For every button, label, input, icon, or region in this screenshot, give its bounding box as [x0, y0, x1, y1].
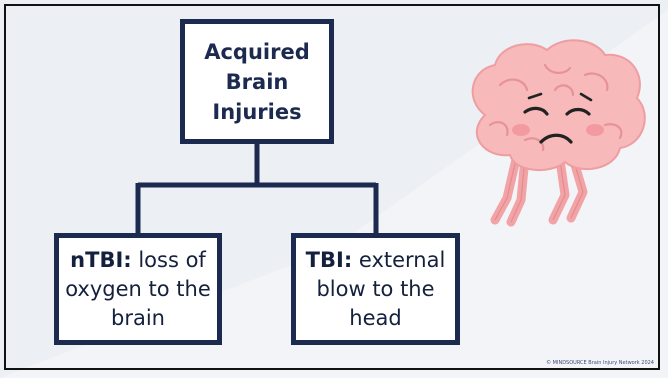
root-line-1: Acquired — [192, 37, 322, 67]
copyright-footer: © MINDSOURCE Brain Injury Network 2024 — [546, 360, 654, 366]
tbi-node: TBI: external blow to the head — [291, 233, 460, 345]
root-line-3: Injuries — [192, 97, 322, 127]
sad-brain-icon — [455, 30, 655, 235]
root-line-2: Brain — [192, 67, 322, 97]
ntbi-term: nTBI: — [70, 248, 132, 272]
tbi-term: TBI: — [306, 248, 353, 272]
root-node: Acquired Brain Injuries — [180, 19, 334, 144]
ntbi-node: nTBI: loss of oxygen to the brain — [54, 233, 222, 345]
